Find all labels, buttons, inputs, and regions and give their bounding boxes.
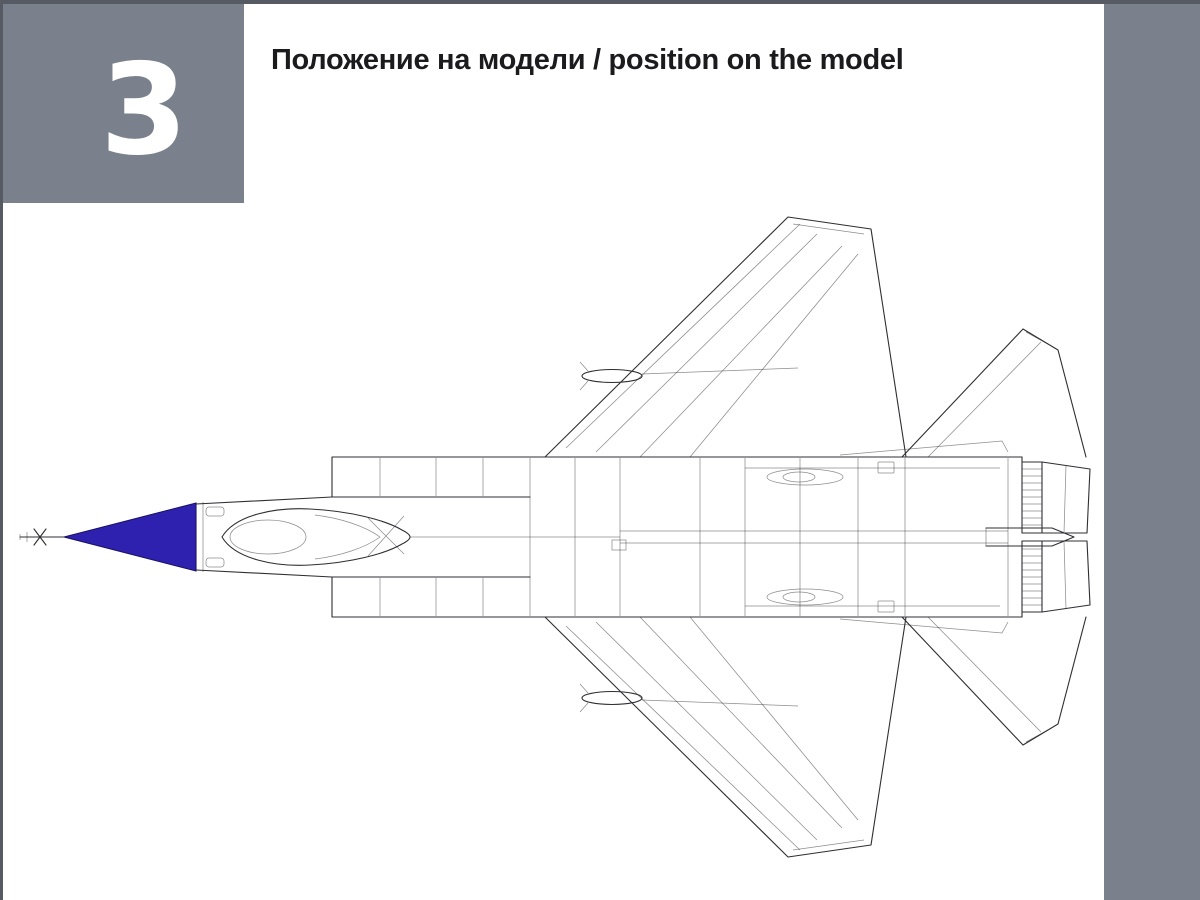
air-intake: [331, 458, 531, 498]
tail-boom: [985, 527, 1075, 547]
left-edge-strip: [0, 0, 3, 900]
engine-nozzle: [1021, 461, 1091, 534]
pitot-probe: [19, 528, 65, 546]
fuselage-panel-lines: [410, 458, 1009, 616]
top-edge-strip: [0, 0, 1200, 4]
right-margin-bar: [1104, 0, 1200, 900]
wing: [544, 216, 907, 458]
highlighted-nose-cone: [63, 502, 197, 572]
page-title: Положение на модели / position on the mo…: [271, 44, 904, 76]
step-number: 3: [100, 35, 188, 183]
step-number-box: 3: [0, 0, 244, 203]
canopy: [221, 508, 411, 566]
wing-missile-pylon: [579, 361, 799, 391]
tail-fin-trace: [839, 440, 1009, 456]
stabilator: [901, 328, 1087, 458]
fuselage-outline: [195, 456, 1023, 538]
